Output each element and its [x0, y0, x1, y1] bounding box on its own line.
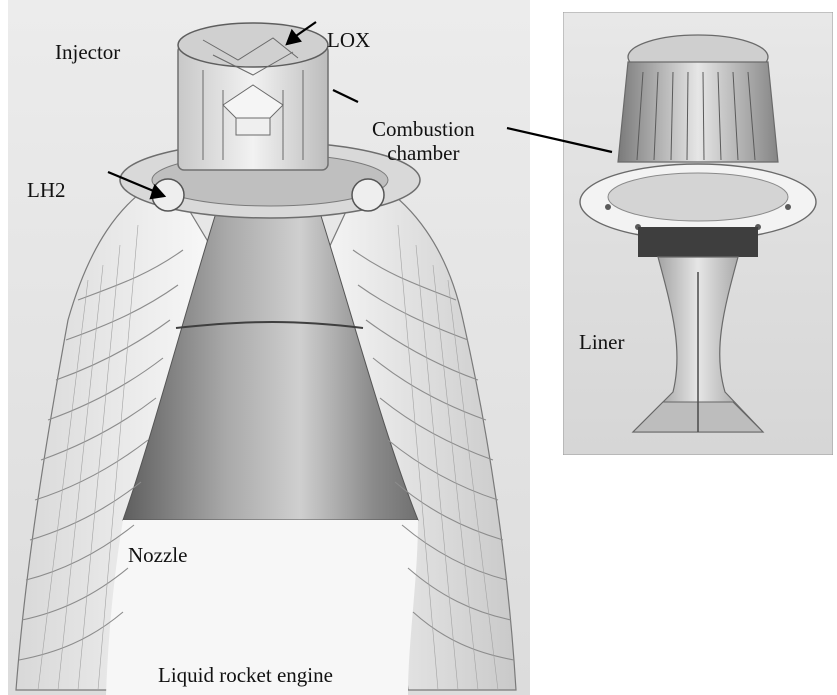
combustion-chamber-label-line1: Combustion — [372, 117, 475, 141]
liner-label: Liner — [579, 330, 624, 354]
figure-caption: Liquid rocket engine — [158, 663, 333, 687]
injector-label: Injector — [55, 40, 120, 64]
liner-photo — [563, 12, 833, 455]
engine-cutaway-photo — [8, 0, 530, 695]
nozzle-label: Nozzle — [128, 543, 187, 567]
lox-label: LOX — [327, 28, 370, 52]
liner-throat-band — [638, 227, 758, 257]
lh2-label: LH2 — [27, 178, 66, 202]
combustion-chamber-label: Combustion chamber — [372, 117, 475, 165]
combustion-chamber-label-line2: chamber — [372, 141, 475, 165]
liner-illustration — [563, 12, 833, 455]
engine-cutaway-illustration — [8, 0, 530, 695]
